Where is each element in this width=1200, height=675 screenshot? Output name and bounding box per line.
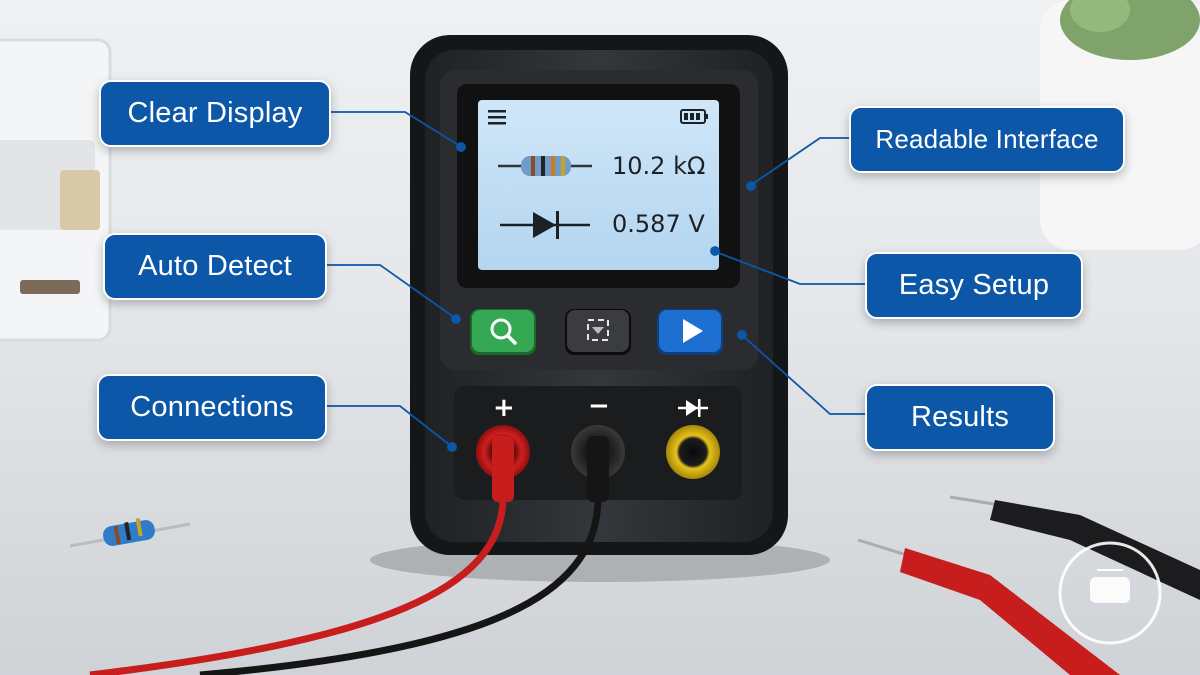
callout-results: Results	[865, 384, 1055, 451]
callout-clear-display: Clear Display	[99, 80, 331, 147]
diode-icon	[500, 211, 590, 239]
loose-probe-black	[949, 495, 1200, 600]
diode-terminal-icon	[678, 399, 708, 417]
black-probe-lead	[199, 436, 609, 675]
diode-voltage-reading: 0.587 V	[612, 210, 705, 238]
start-button[interactable]	[657, 309, 723, 355]
diode-jack[interactable]	[666, 425, 720, 479]
component-tray	[0, 38, 112, 342]
callout-leaders	[323, 111, 865, 452]
callout-auto-detect: Auto Detect	[103, 233, 327, 300]
auto-detect-button[interactable]	[470, 309, 536, 355]
display-screen	[478, 100, 719, 270]
setup-button[interactable]	[565, 309, 631, 355]
watermark-badge	[1058, 541, 1162, 645]
callout-connections: Connections	[97, 374, 327, 441]
menu-icon[interactable]	[488, 110, 506, 125]
resistance-reading: 10.2 kΩ	[612, 152, 706, 180]
loose-resistor	[69, 517, 191, 548]
callout-readable-interface: Readable Interface	[849, 106, 1125, 173]
positive-terminal-label: +	[493, 393, 515, 423]
red-probe-lead	[89, 436, 514, 675]
negative-terminal-label: −	[588, 391, 610, 421]
resistor-icon	[498, 156, 592, 176]
battery-icon	[680, 109, 708, 124]
loose-probe-red	[857, 538, 1120, 675]
callout-easy-setup: Easy Setup	[865, 252, 1083, 319]
